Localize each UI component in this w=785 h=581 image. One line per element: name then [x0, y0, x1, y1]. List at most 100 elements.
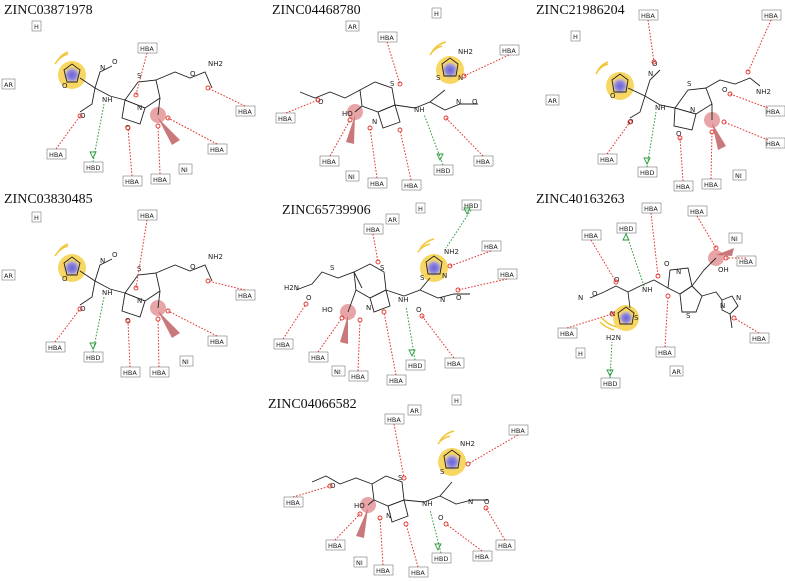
svg-text:HBA: HBA	[658, 349, 672, 357]
interaction-vectors	[55, 52, 246, 177]
svg-text:O: O	[112, 251, 118, 259]
feature-hba: HBA	[444, 357, 465, 369]
svg-text:O: O	[190, 70, 196, 78]
panel-zinc40163263: ZINC40163263 HBA HBA HBD HBA NI HBA HBA …	[536, 192, 770, 389]
svg-text:HBA: HBA	[153, 176, 167, 184]
feature-h: H	[575, 347, 586, 359]
panel-title: ZINC04066582	[268, 397, 357, 412]
svg-text:AR: AR	[4, 81, 13, 89]
svg-text:O: O	[628, 118, 634, 126]
svg-text:HBA: HBA	[676, 183, 690, 191]
molecule-skeleton: NH S N O O N O O NH2	[79, 251, 223, 325]
svg-text:HBA: HBA	[210, 338, 224, 346]
feature-hbd: HBD	[83, 161, 104, 173]
svg-text:HBA: HBA	[752, 335, 766, 343]
svg-text:HBA: HBA	[351, 373, 365, 381]
feature-hba: HBA	[235, 105, 256, 117]
svg-text:NH: NH	[655, 104, 666, 112]
svg-text:HBA: HBA	[140, 212, 154, 220]
svg-text:HBD: HBD	[640, 169, 654, 177]
feature-ar: AR	[1, 78, 16, 90]
svg-text:AR: AR	[4, 272, 13, 280]
svg-text:HBA: HBA	[411, 569, 425, 577]
svg-text:HBA: HBA	[389, 377, 403, 385]
aromatic-feature: S N NH2	[417, 238, 459, 282]
feature-hba: HBA	[275, 112, 296, 124]
svg-text:N: N	[137, 104, 142, 112]
svg-text:H: H	[454, 397, 459, 405]
panel-zinc03871978: ZINC03871978 H AR HBA HBA HBA HBA HBA HB…	[1, 3, 256, 187]
interaction-vectors	[566, 212, 760, 379]
svg-text:N: N	[676, 268, 681, 276]
panel-title: ZINC21986204	[536, 3, 625, 18]
panel-title: ZINC04468780	[272, 3, 361, 18]
feature-ni: NI	[732, 169, 747, 181]
svg-text:O: O	[62, 275, 68, 283]
feature-hba: HBA	[325, 539, 346, 551]
feature-ni: NI	[353, 556, 368, 568]
svg-text:HBD: HBD	[619, 225, 633, 233]
svg-text:S: S	[634, 314, 639, 322]
feature-hba: HBA	[641, 202, 662, 214]
interaction-vectors	[606, 19, 772, 182]
feature-h: H	[31, 211, 42, 223]
svg-text:HBA: HBA	[328, 542, 342, 550]
interaction-vectors	[54, 219, 246, 368]
svg-text:S: S	[440, 468, 445, 476]
svg-text:NH2: NH2	[756, 88, 771, 96]
feature-hba: HBA	[386, 374, 407, 386]
feature-hba: HBA	[673, 180, 694, 192]
negative-ionizable-feature	[704, 112, 726, 150]
svg-text:S: S	[390, 80, 395, 88]
feature-h: H	[415, 202, 426, 214]
svg-text:N: N	[100, 64, 105, 72]
feature-ni: NI	[178, 163, 193, 175]
svg-text:HBA: HBA	[370, 180, 384, 188]
svg-text:HBA: HBA	[766, 140, 780, 148]
feature-hba: HBA	[701, 178, 722, 190]
svg-text:HBA: HBA	[600, 156, 614, 164]
svg-text:N: N	[610, 310, 615, 318]
svg-text:NH2: NH2	[460, 440, 475, 448]
svg-text:NI: NI	[334, 368, 341, 376]
svg-text:NI: NI	[181, 166, 188, 174]
feature-h: H	[451, 394, 462, 406]
svg-text:H: H	[418, 205, 423, 213]
feature-hba: HBA	[472, 550, 493, 562]
svg-text:HBA: HBA	[766, 108, 780, 116]
feature-hbd: HBD	[637, 166, 658, 178]
svg-text:HBA: HBA	[376, 567, 390, 575]
feature-h: H	[31, 20, 42, 32]
svg-text:S: S	[137, 72, 142, 80]
svg-text:HBD: HBD	[464, 202, 478, 210]
feature-hba: HBA	[473, 155, 494, 167]
svg-text:NI: NI	[735, 172, 742, 180]
negative-ionizable-feature	[708, 248, 734, 266]
feature-hba: HBA	[319, 155, 340, 167]
feature-hba: HBA	[497, 268, 518, 280]
feature-hba: HBA	[363, 223, 384, 235]
aromatic-feature: S NH2	[437, 430, 475, 476]
feature-hba: HBA	[137, 42, 158, 54]
panel-zinc04066582: ZINC04066582 AR H HBA HBA HBA HBA HBA HB…	[268, 394, 529, 578]
svg-text:HBA: HBA	[276, 341, 290, 349]
svg-text:N: N	[440, 296, 445, 304]
svg-text:HBA: HBA	[511, 427, 525, 435]
svg-text:O: O	[592, 290, 598, 298]
svg-text:O: O	[438, 514, 444, 522]
svg-text:HBD: HBD	[408, 362, 422, 370]
svg-text:S: S	[420, 274, 425, 282]
svg-text:HBA: HBA	[641, 12, 655, 20]
svg-text:H: H	[34, 214, 39, 222]
svg-text:HBA: HBA	[322, 158, 336, 166]
svg-text:NH2: NH2	[208, 60, 223, 68]
svg-text:O: O	[330, 482, 336, 490]
svg-text:HBA: HBA	[238, 108, 252, 116]
svg-text:HBA: HBA	[739, 258, 753, 266]
svg-text:NH: NH	[642, 286, 653, 294]
panel-title: ZINC65739906	[282, 203, 371, 218]
svg-text:N: N	[690, 106, 695, 114]
molecule-skeleton: NH S N O O N O O NH2	[79, 58, 223, 132]
svg-text:HBA: HBA	[286, 499, 300, 507]
feature-hba: HBA	[120, 366, 141, 378]
